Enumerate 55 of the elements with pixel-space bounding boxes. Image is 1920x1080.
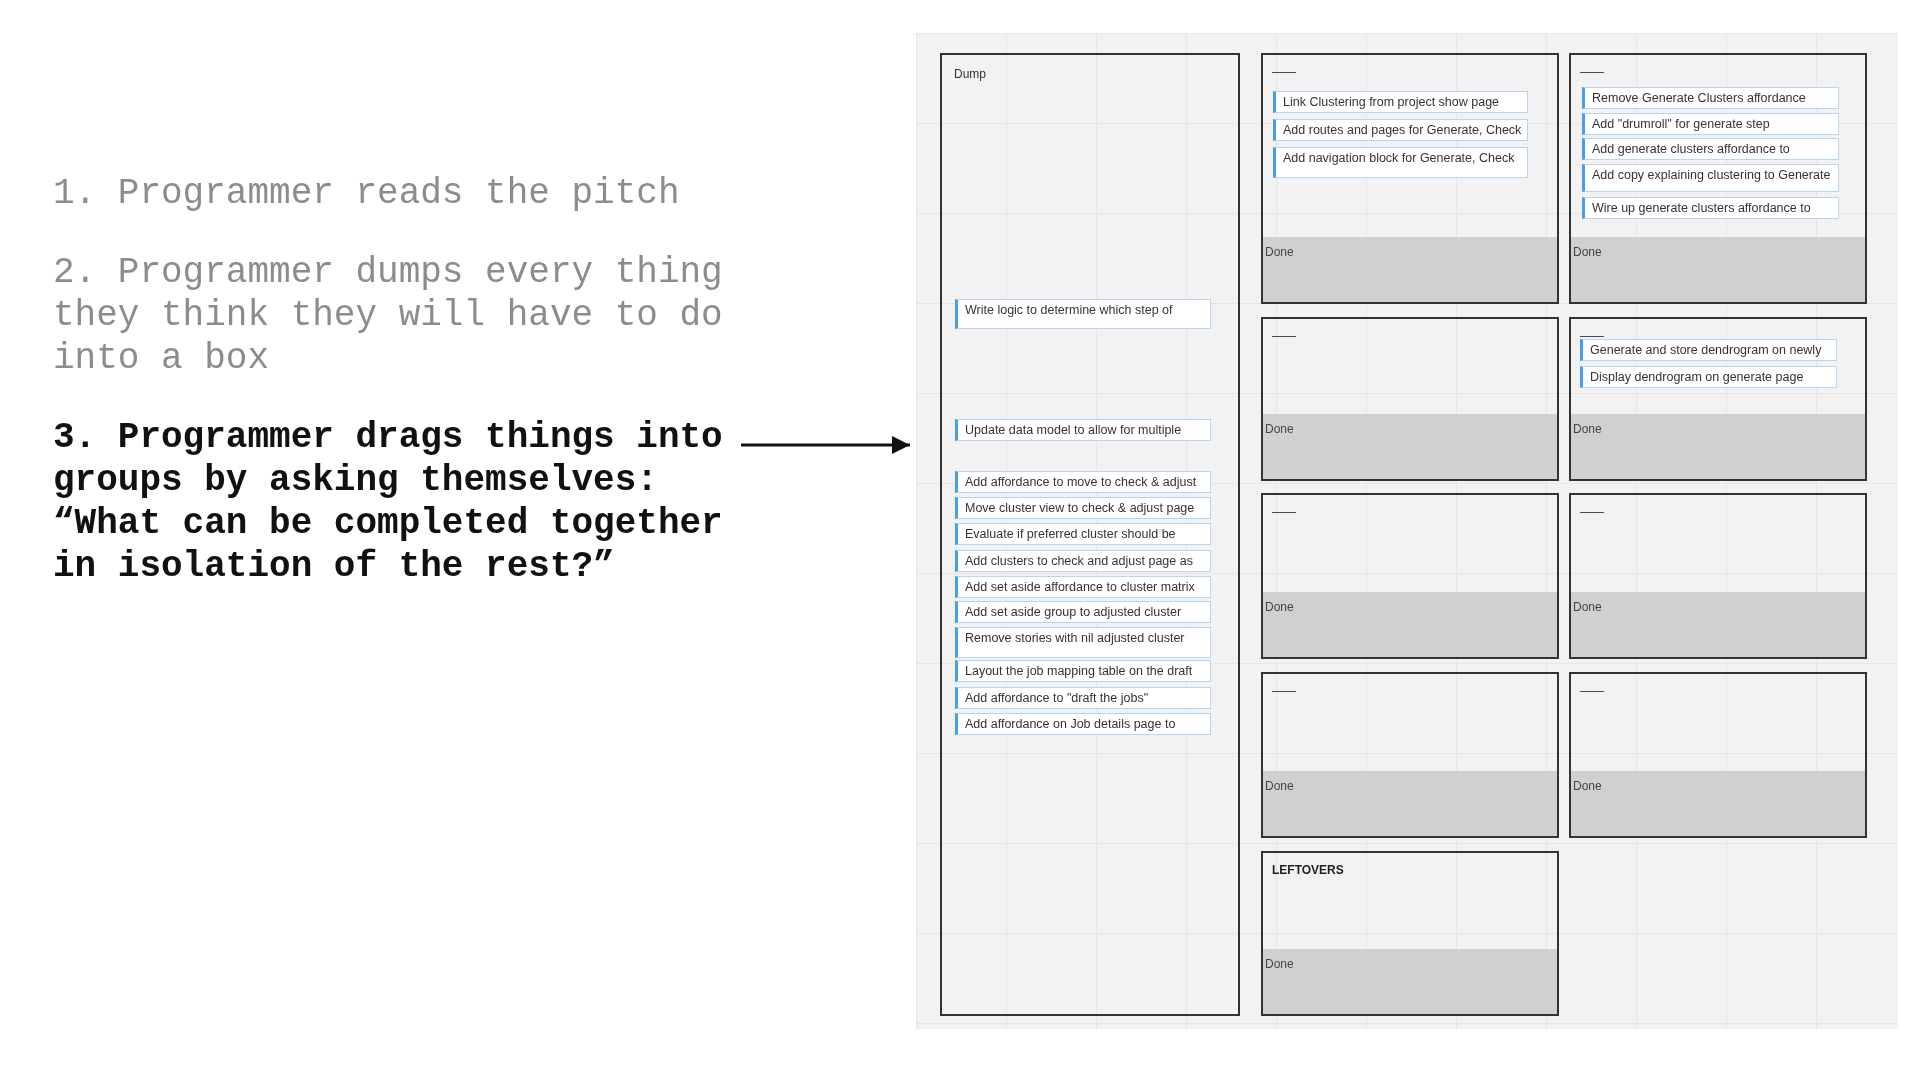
task-card: Layout the job mapping table on the draft: [955, 660, 1211, 682]
task-card: Generate and store dendrogram on newly: [1580, 339, 1837, 361]
group-heading: ——: [1580, 505, 1604, 519]
task-card: Add navigation block for Generate, Check: [1273, 147, 1528, 178]
task-card: Add affordance to move to check & adjust: [955, 471, 1211, 493]
task-card: Remove stories with nil adjusted cluster: [955, 627, 1211, 658]
group-heading: ——: [1580, 65, 1604, 79]
dump-column: [940, 53, 1240, 1016]
task-card: Add set aside affordance to cluster matrix: [955, 576, 1211, 598]
task-card: Evaluate if preferred cluster should be: [955, 523, 1211, 545]
task-card: Update data model to allow for multiple: [955, 419, 1211, 441]
task-card: Add "drumroll" for generate step: [1582, 113, 1839, 135]
task-card: Link Clustering from project show page: [1273, 91, 1528, 113]
task-card: Add routes and pages for Generate, Check: [1273, 119, 1528, 141]
task-card: Add generate clusters affordance to: [1582, 138, 1839, 160]
done-band: Done: [1571, 771, 1865, 836]
group-frame: [1569, 53, 1867, 304]
group-frame: [1569, 493, 1867, 659]
done-band: Done: [1263, 414, 1557, 479]
group-heading: ——: [1272, 684, 1296, 698]
group-frame: [1569, 317, 1867, 481]
done-band: Done: [1571, 592, 1865, 657]
done-band: Done: [1571, 414, 1865, 479]
arrow: [741, 436, 910, 454]
group-heading: ——: [1272, 329, 1296, 343]
group-frame: [1261, 851, 1559, 1016]
done-band: Done: [1263, 771, 1557, 836]
done-band: Done: [1263, 949, 1557, 1014]
group-frame: [1261, 317, 1559, 481]
task-card: Display dendrogram on generate page: [1580, 366, 1837, 388]
task-card: Add copy explaining clustering to Generate: [1582, 164, 1839, 192]
step-text: 3. Programmer drags things into groups by asking themselves: “What can be completed together in isolation of the rest?”: [53, 416, 735, 588]
task-card: Add affordance to "draft the jobs": [955, 687, 1211, 709]
task-card: Add affordance on Job details page to: [955, 713, 1211, 735]
step-text: 2. Programmer dumps every thing they think they will have to do into a box: [53, 251, 724, 380]
group-frame: [1569, 672, 1867, 838]
group-heading: ——: [1580, 684, 1604, 698]
done-band: Done: [1571, 237, 1865, 302]
done-band: Done: [1263, 592, 1557, 657]
task-card: Add clusters to check and adjust page as: [955, 550, 1211, 572]
group-frame: [1261, 493, 1559, 659]
task-card: Move cluster view to check & adjust page: [955, 497, 1211, 519]
task-card: Write logic to determine which step of: [955, 299, 1211, 329]
group-heading: ——: [1272, 65, 1296, 79]
group-heading: LEFTOVERS: [1272, 863, 1344, 877]
step-text: 1. Programmer reads the pitch: [53, 172, 681, 215]
group-frame: [1261, 53, 1559, 304]
task-card: Add set aside group to adjusted cluster: [955, 601, 1211, 623]
column-heading: Dump: [954, 67, 986, 81]
group-heading: ——: [1272, 505, 1296, 519]
whiteboard-panel: [916, 33, 1898, 1029]
task-card: Wire up generate clusters affordance to: [1582, 197, 1839, 219]
group-frame: [1261, 672, 1559, 838]
task-card: Remove Generate Clusters affordance: [1582, 87, 1839, 109]
done-band: Done: [1263, 237, 1557, 302]
